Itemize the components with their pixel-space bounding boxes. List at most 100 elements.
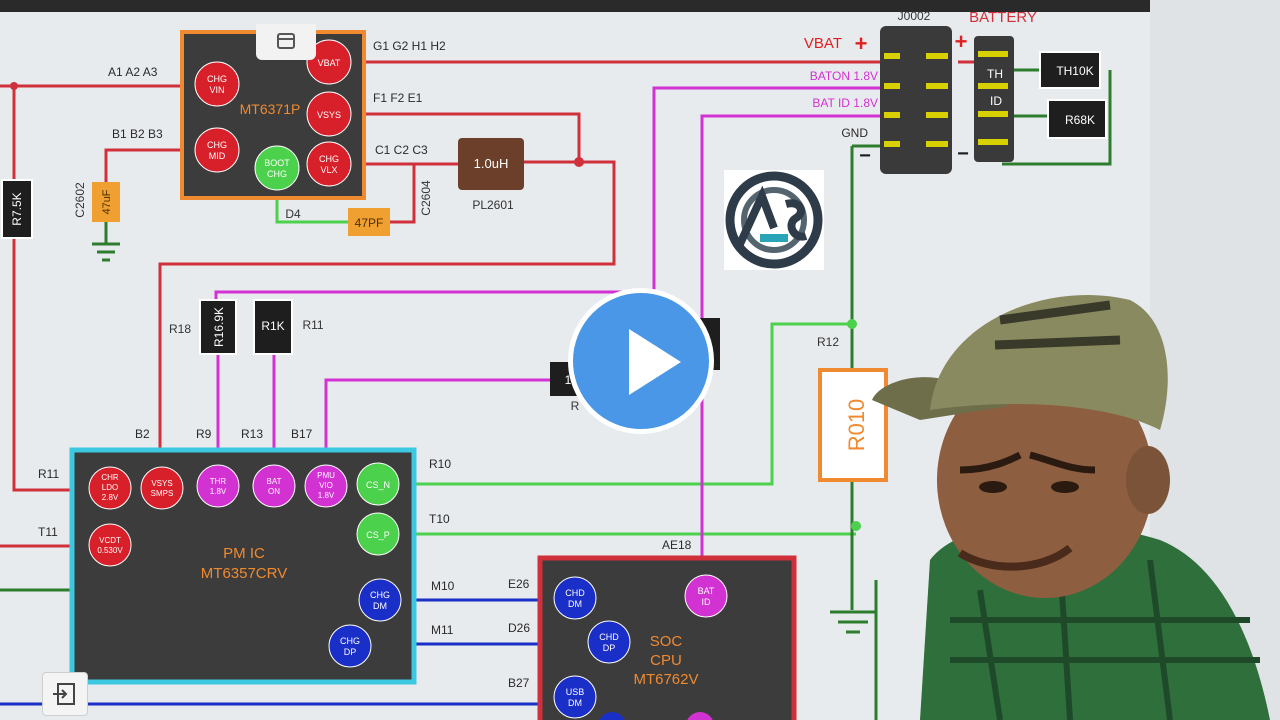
wire-batid (700, 114, 880, 580)
pin-label: THR (210, 477, 227, 486)
pin-label: BOOT (264, 158, 290, 168)
pin-label: DM (568, 698, 582, 708)
pin-vcdt (88, 523, 132, 567)
pin-pmu-vio (304, 464, 348, 508)
pin-cs-p (356, 512, 400, 556)
pin-chg-vlx (306, 141, 352, 187)
connector-contacts (884, 51, 1008, 147)
soc-pins: BAT ID CHD DM CHD DP USB DM (553, 574, 728, 720)
presenter-face (937, 362, 1153, 598)
ground-icon (92, 242, 120, 262)
resistor-r169k: R16.9K R18 (169, 299, 237, 355)
pin-chg-dm (358, 578, 402, 622)
net-label: A1 A2 A3 (108, 65, 158, 79)
pin-label: 2.8V (102, 493, 119, 502)
battery-label: BATTERY (969, 9, 1037, 26)
pin-partial (687, 712, 713, 720)
plus-icon: + (955, 29, 968, 54)
net-label: R10 (429, 457, 451, 471)
pin-label: CHG (207, 74, 227, 84)
pin-chr-ldo (88, 466, 132, 510)
exit-glyph (53, 683, 75, 705)
logo-letters (736, 185, 808, 246)
resistor-ref: R12 (817, 335, 839, 349)
pin-label: VSYS (317, 110, 341, 120)
resistor-label: R16.9K (212, 307, 226, 347)
pin-label: VIN (209, 85, 224, 95)
pin-label: BAT (267, 477, 282, 486)
junction-cs-n (847, 319, 857, 329)
exit-fullscreen-icon[interactable] (42, 672, 88, 716)
tab-glyph (277, 33, 295, 49)
resistor-body (253, 299, 293, 355)
capacitor-ref: C2602 (73, 182, 87, 218)
pin-chg-mid (194, 127, 240, 173)
resistor-body (818, 368, 888, 482)
net-label: M10 (431, 579, 455, 593)
ground-symbols (92, 242, 878, 720)
pin-label: VLX (320, 165, 337, 175)
pin-label: DP (603, 643, 616, 653)
net-label: BAT ID 1.8V (812, 96, 878, 110)
inductor-body (458, 138, 524, 190)
cap-embroidery (994, 300, 1121, 350)
resistor-ref: R11 (302, 318, 323, 332)
resistor-label: 1 (565, 373, 572, 387)
window-tab-icon[interactable] (256, 24, 316, 60)
logo-ring-inner (741, 187, 807, 253)
net-label: B1 B2 B3 (112, 127, 163, 141)
net-label: M11 (431, 623, 454, 637)
resistor-body (1, 179, 33, 239)
pin-chg-vin (194, 61, 240, 107)
net-label: T11 (38, 525, 58, 539)
inductor-label: 1.0uH (474, 156, 509, 171)
wire-th-return (1002, 70, 1112, 166)
net-label: GND (841, 126, 868, 140)
net-label: B2 (135, 427, 150, 441)
pin-chd-dm (553, 576, 597, 620)
pmic-pins: CHR LDO 2.8V VSYS SMPS THR 1.8V BAT ON P… (88, 462, 402, 668)
presenter-ear (1126, 446, 1170, 514)
net-label: B17 (291, 427, 313, 441)
pmic-name: PM IC (223, 545, 265, 562)
pin-partial (599, 712, 625, 720)
battery-id-label: ID (990, 94, 1002, 108)
connector-ref: J0002 (898, 9, 931, 23)
pin-vbat (306, 39, 352, 85)
pin-label: CHG (340, 636, 360, 646)
wire-cs-n (380, 322, 852, 486)
presenter-mouth (957, 544, 1073, 571)
pin-thr (196, 464, 240, 508)
resistor-th10k: TH10K (1039, 51, 1101, 89)
pin-label: 1.8V (210, 487, 227, 496)
inductor-pl2601: 1.0uH PL2601 (458, 138, 524, 212)
net-label: AE18 (662, 538, 692, 552)
pin-label: VBAT (318, 58, 341, 68)
pin-bat-id (684, 574, 728, 618)
pin-label: DM (568, 599, 582, 609)
play-icon[interactable] (568, 288, 714, 434)
net-label: D26 (508, 621, 530, 635)
battery-connector: J0002 BATTERY + + − − TH ID (855, 9, 1037, 174)
battery-th-label: TH (987, 67, 1003, 81)
pin-label: ID (702, 597, 712, 607)
pin-vsys-smps (140, 466, 184, 510)
junction-vin (10, 82, 18, 90)
net-label: R13 (241, 427, 263, 441)
pin-chg-dp (328, 624, 372, 668)
resistor-body (1047, 99, 1107, 139)
net-label: C1 C2 C3 (375, 143, 428, 157)
pin-label: CHD (599, 632, 619, 642)
net-label: R9 (196, 427, 212, 441)
ground-icon (830, 610, 876, 634)
junction-cs-p (851, 521, 861, 531)
resistor-r68k: R68K (1047, 99, 1107, 139)
resistor-r1k: R1K R11 (253, 299, 324, 355)
shirt-pattern (950, 559, 1260, 720)
resistor-label: TH10K (1056, 64, 1093, 78)
charger-chip-name: MT6371P (240, 101, 301, 117)
resistor-r75k: R7.5K (1, 179, 33, 239)
soc-name-1: SOC (650, 633, 683, 650)
resistor-label: R7.5K (10, 192, 24, 225)
